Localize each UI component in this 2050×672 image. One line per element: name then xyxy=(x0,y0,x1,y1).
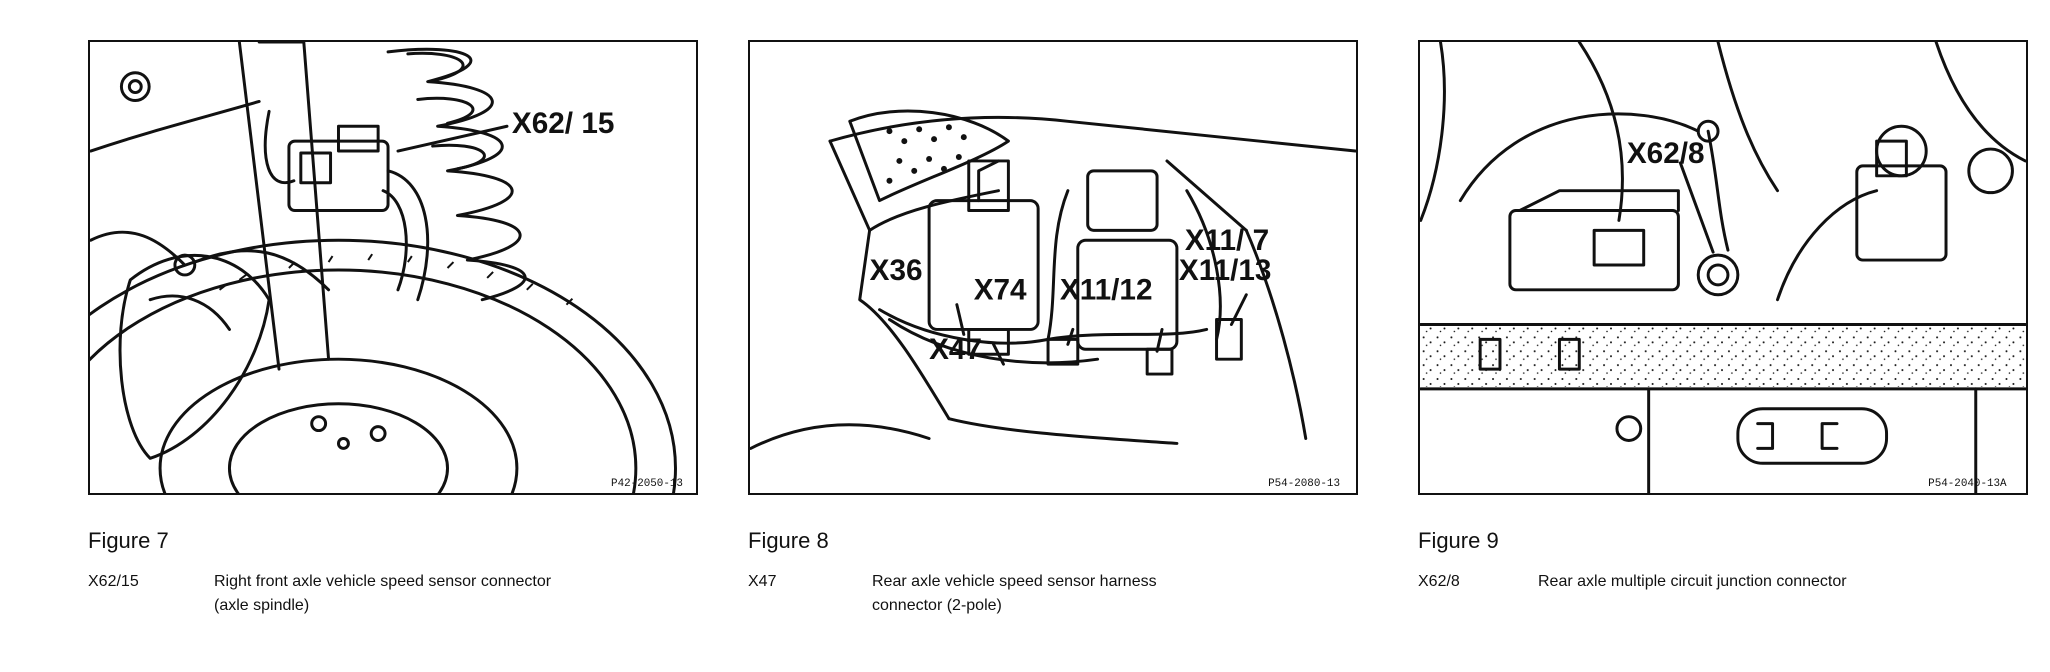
callout-label: X11/ 7 xyxy=(1185,224,1269,257)
part-number: P54-2080-13 xyxy=(1268,478,1340,490)
callout-label: X62/ 15 xyxy=(512,107,614,140)
callout-label: X47 xyxy=(929,333,982,366)
callout-label: X36 xyxy=(870,254,923,287)
part-number: P42-2050-13 xyxy=(611,478,683,490)
figure-9-drawing: X62/8 P54-2040-13A xyxy=(1420,42,2026,493)
legend-desc-line1: Rear axle vehicle speed sensor harness xyxy=(872,573,1157,590)
callout-label: X11/12 xyxy=(1060,274,1153,307)
figure-7-illustration: X62/ 15 P42-2050-13 xyxy=(88,40,698,495)
figure-9-title: Figure 9 xyxy=(1418,528,1499,553)
legend-desc-line2: (axle spindle) xyxy=(214,597,310,614)
figure-8-illustration: X36 X74 X11/12 X11/ 7 X11/13 X47 P54-208… xyxy=(748,40,1358,495)
figure-8-drawing: X36 X74 X11/12 X11/ 7 X11/13 X47 P54-208… xyxy=(750,109,1356,490)
figure-7-title: Figure 7 xyxy=(88,528,169,553)
figure-8-title: Figure 8 xyxy=(748,528,829,553)
legend-code: X62/8 xyxy=(1418,573,1460,590)
legend-code: X62/15 xyxy=(88,573,139,590)
figure-9-illustration: X62/8 P54-2040-13A xyxy=(1418,40,2028,495)
callout-label: X62/8 xyxy=(1627,137,1705,170)
legend-desc-line1: Right front axle vehicle speed sensor co… xyxy=(214,573,552,590)
callout-label: X11/13 xyxy=(1179,254,1272,287)
legend-desc-line2: connector (2-pole) xyxy=(872,597,1002,614)
callout-label: X74 xyxy=(974,274,1027,307)
legend-desc-line1: Rear axle multiple circuit junction conn… xyxy=(1538,573,1847,590)
legend-code: X47 xyxy=(748,573,777,590)
part-number: P54-2040-13A xyxy=(1928,478,2007,490)
figure-7-drawing: X62/ 15 P42-2050-13 xyxy=(90,42,683,493)
